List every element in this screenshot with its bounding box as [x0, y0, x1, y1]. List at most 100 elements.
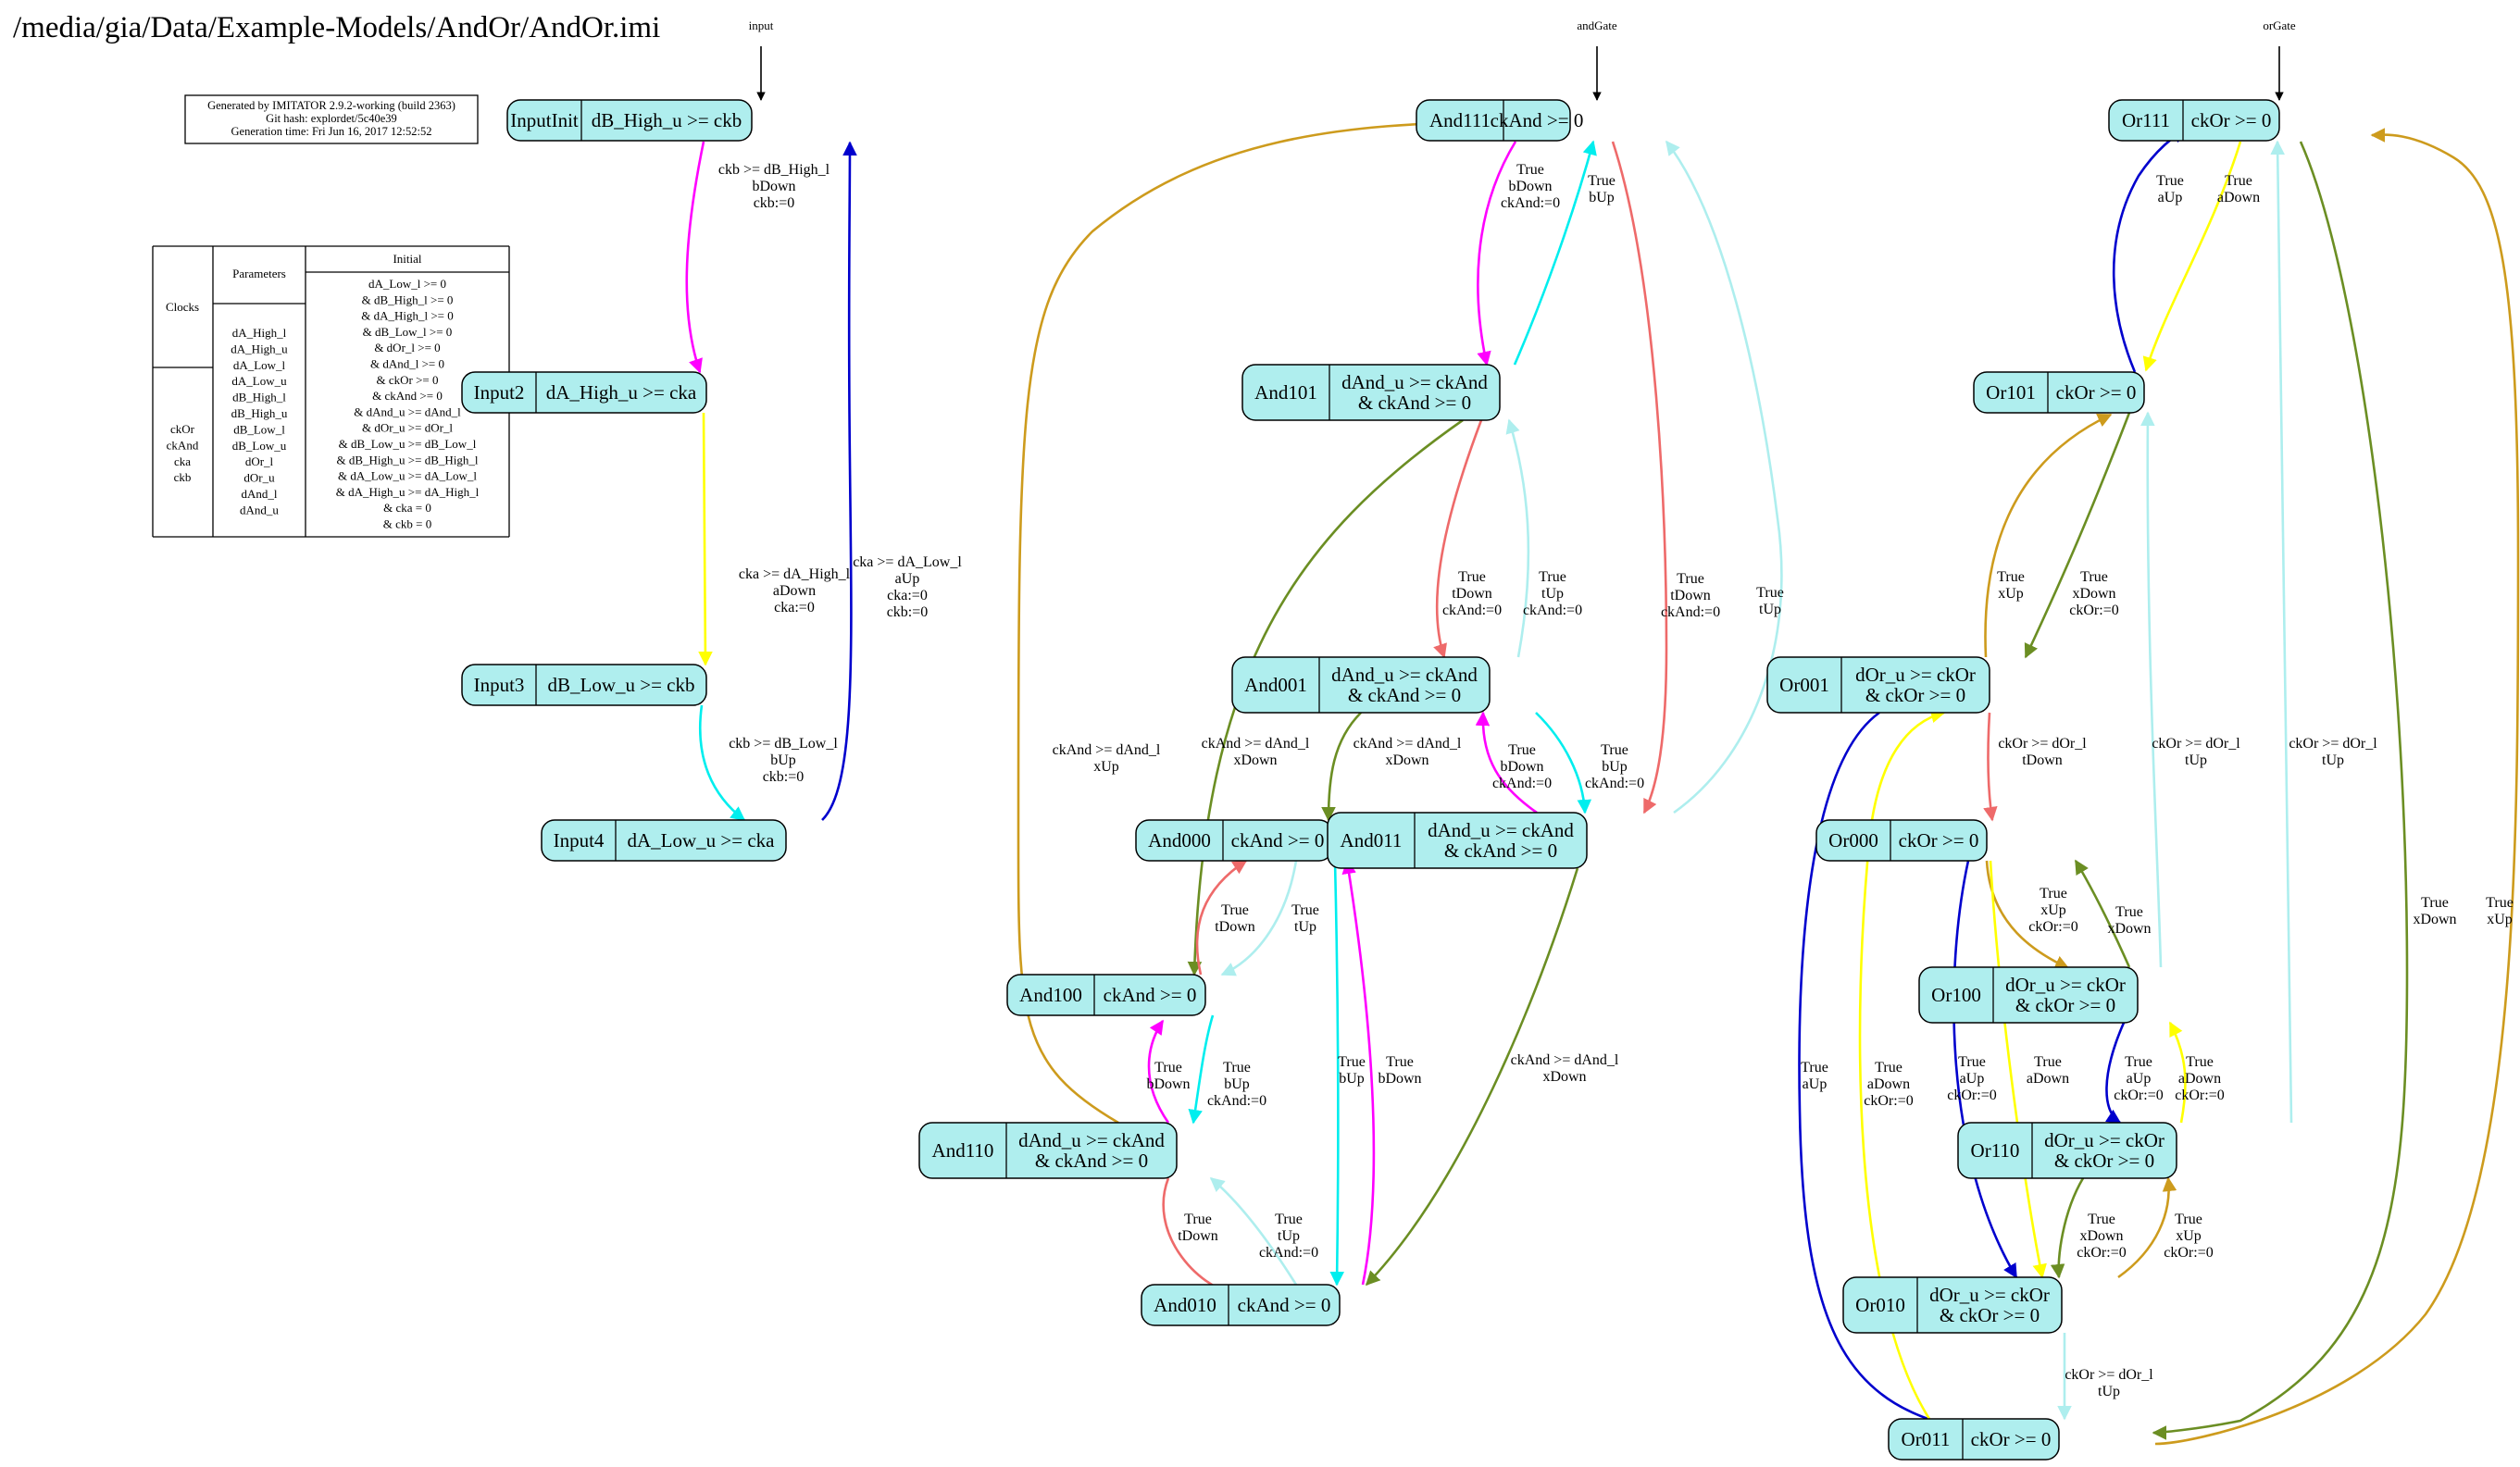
clock-name: ckb — [174, 470, 192, 484]
state-node-and011[interactable]: And011 dAnd_u >= ckAnd& ckAnd >= 0 — [1327, 812, 1588, 869]
transition-label: ckOr:=0 — [2028, 919, 2077, 935]
info-line: Generation time: Fri Jun 16, 2017 12:52:… — [231, 125, 432, 138]
state-name: Or111 — [2122, 109, 2170, 131]
page-title: /media/gia/Data/Example-Models/AndOr/And… — [13, 11, 660, 44]
state-name: And000 — [1148, 829, 1211, 852]
transition-edge-or111-to-or101 — [2142, 141, 2242, 372]
transition-label: True — [1801, 1060, 1828, 1075]
transition-label: tUp — [2322, 752, 2344, 768]
transition-label: tUp — [2098, 1384, 2120, 1399]
transition-label: bUp — [1602, 759, 1628, 775]
transition-label: tDown — [1452, 586, 1492, 602]
transition-label: ckOr:=0 — [2175, 1088, 2224, 1103]
transition-label: bUp — [1224, 1076, 1250, 1092]
state-name: And101 — [1254, 381, 1317, 404]
transition-label: aDown — [773, 583, 816, 599]
state-name: Or000 — [1828, 829, 1878, 852]
transition-label: ckOr:=0 — [2164, 1245, 2213, 1261]
state-node-input2[interactable]: Input2 dA_High_u >= cka — [461, 371, 707, 414]
transition-label: bDown — [1508, 179, 1552, 194]
state-invariant: ckAnd >= 0 — [1238, 1294, 1331, 1316]
table-parameters-header: Parameters — [232, 267, 286, 280]
initial-constraint: & cka = 0 — [383, 501, 431, 515]
transition-label: True — [2034, 1054, 2062, 1070]
initial-constraint: & dAnd_u >= dAnd_l — [354, 404, 461, 418]
parameter-name: dB_High_l — [232, 391, 286, 404]
automaton-name: input — [749, 19, 774, 32]
initial-constraint: & dOr_l >= 0 — [374, 341, 440, 354]
transition-edge-and100-to-and110 — [1188, 1014, 1215, 1125]
transition-label: True — [1275, 1212, 1303, 1227]
transition-label: aUp — [2127, 1071, 2152, 1087]
initial-constraint: & dB_High_l >= 0 — [362, 292, 454, 306]
generation-info-box: Generated by IMITATOR 2.9.2-working (bui… — [184, 94, 479, 144]
state-invariant: dAnd_u >= ckAnd — [1428, 819, 1574, 841]
transition-edge-or000-to-or100 — [1985, 860, 2070, 970]
transition-label: tUp — [2185, 752, 2207, 768]
transition-edge-and010-to-and110 — [1209, 1176, 1298, 1286]
transition-label: True — [1516, 162, 1544, 178]
transition-edge-and001-to-and011 — [1535, 712, 1592, 814]
transition-label: xUp — [2487, 912, 2513, 927]
transition-edge-or000-to-or010 — [1989, 860, 2047, 1279]
state-name: And001 — [1244, 674, 1307, 696]
transition-label: ckOr:=0 — [2114, 1088, 2163, 1103]
table-initial-header: Initial — [393, 252, 421, 266]
transition-label: xUp — [1998, 586, 2024, 602]
state-invariant: dA_High_u >= cka — [546, 381, 697, 404]
initial-constraint: & dB_Low_u >= dB_Low_l — [339, 437, 477, 451]
transition-label: ckb:=0 — [887, 604, 929, 620]
state-invariant: & ckAnd >= 0 — [1444, 839, 1557, 862]
transition-label: ckOr >= dOr_l — [2289, 736, 2377, 752]
table-clocks-header: Clocks — [166, 300, 199, 314]
transition-label: True — [1756, 585, 1784, 601]
parameter-name: dB_Low_u — [232, 439, 287, 453]
transition-label: True — [1458, 569, 1486, 585]
transition-label: bUp — [1339, 1071, 1365, 1087]
state-name: Input2 — [474, 381, 525, 404]
transition-label: aDown — [2178, 1071, 2221, 1087]
state-name: And011 — [1341, 829, 1403, 852]
state-name: And100 — [1019, 984, 1082, 1006]
transition-label: tUp — [1759, 602, 1781, 617]
transition-label: ckb >= dB_Low_l — [729, 736, 838, 752]
clock-name: cka — [174, 454, 191, 468]
transition-edge-or100-to-or000 — [2074, 859, 2131, 968]
transition-edge-or001-to-or000 — [1983, 712, 1998, 822]
transition-edge-and001-to-and000 — [1321, 712, 1362, 822]
transition-edge-and011-to-and001 — [1475, 711, 1538, 814]
transition-label: tDown — [1215, 919, 1255, 935]
transition-label: True — [1386, 1054, 1414, 1070]
transition-label: ckAnd >= dAnd_l — [1053, 742, 1161, 758]
transition-edge-or001-to-or011 — [1798, 711, 1974, 1436]
transition-edge-or011-to-or111 — [2154, 128, 2520, 1446]
transition-label: ckAnd:=0 — [1442, 603, 1502, 618]
initial-constraint: & ckb = 0 — [383, 517, 431, 531]
transition-edge-or101-to-or001 — [2024, 412, 2131, 659]
state-invariant: & ckAnd >= 0 — [1358, 392, 1471, 414]
parameter-name: dAnd_l — [242, 487, 278, 501]
transition-label: True — [1588, 173, 1616, 189]
state-invariant: dOr_u >= ckOr — [1855, 664, 1976, 686]
initial-constraint: & ckAnd >= 0 — [372, 389, 443, 403]
